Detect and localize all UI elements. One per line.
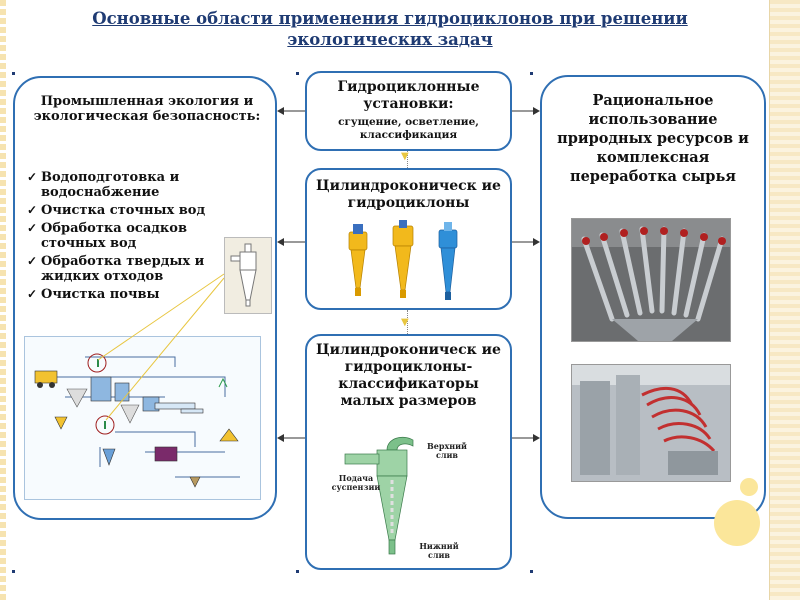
hydrocyclone-classifiers-box: Цилиндроконическ ие гидроциклоны- класси… [305, 334, 512, 570]
corner-dot [530, 72, 533, 75]
hydrocyclone-sketch-icon [230, 243, 257, 307]
application-item: Водоподготовка и водоснабжение [27, 170, 232, 200]
cylinder-conical-hydrocyclones-title: Цилиндроконическ ие гидроциклоны [316, 178, 501, 211]
hydrocyclone-units-box: Гидроциклонные установки: сгущение, осве… [305, 71, 512, 151]
corner-dot [12, 570, 15, 573]
feed-label: Подача суспензии [331, 473, 381, 492]
decorative-circle [740, 478, 758, 496]
pointer-lines [97, 273, 225, 421]
resource-use-text: Рациональное использование природных рес… [557, 92, 749, 185]
process-flow-diagram [34, 353, 240, 488]
slide-right-divider [769, 0, 770, 600]
down-arrow-icon: ▼ [401, 151, 409, 162]
application-item: Обработка осадков сточных вод [27, 221, 232, 251]
down-arrow-icon: ▼ [401, 317, 409, 328]
industrial-installation-photo [571, 364, 731, 482]
industrial-ecology-heading: Промышленная экология и экологическая бе… [33, 94, 261, 124]
application-item: Очистка почвы [27, 287, 232, 302]
left-arrow-icon [277, 434, 305, 442]
application-item: Обработка твердых и жидких отходов [27, 254, 232, 284]
decorative-circle [714, 500, 760, 546]
treatment-process-scheme [24, 336, 261, 500]
connector-top-mid [407, 151, 408, 168]
corner-dot [296, 570, 299, 573]
hydrocyclones-photo [348, 220, 458, 300]
top-overflow-label: Верхний слив [427, 441, 467, 460]
hydrocyclone-units-subtitle: сгущение, осветление, классификация [338, 116, 479, 141]
slide-title: Основные области применения гидроциклоно… [92, 9, 688, 49]
connector-mid-bot [407, 310, 408, 334]
slide-right-border [770, 0, 800, 600]
corner-dot [296, 72, 299, 75]
applications-list: Водоподготовка и водоснабжение Очистка с… [27, 170, 232, 305]
hydrocyclone-units-title: Гидроциклонные установки: [337, 79, 480, 112]
application-item: Очистка сточных вод [27, 203, 232, 218]
corner-dot [530, 570, 533, 573]
left-arrow-icon [277, 107, 305, 115]
cylinder-conical-hydrocyclones-box: Цилиндроконическ ие гидроциклоны [305, 168, 512, 310]
classifier-hydrocyclone-drawing [344, 436, 414, 555]
right-arrow-icon [512, 107, 540, 115]
right-arrow-icon [512, 434, 540, 442]
left-arrow-icon [277, 238, 305, 246]
cyclone-battery-photo [571, 218, 731, 342]
corner-dot [12, 72, 15, 75]
slide-left-border [0, 0, 6, 600]
right-arrow-icon [512, 238, 540, 246]
bottom-overflow-label: Нижний слив [419, 541, 459, 560]
hydrocyclone-sketch-image [224, 237, 272, 314]
hydrocyclone-classifiers-title: Цилиндроконическ ие гидроциклоны- класси… [316, 342, 501, 409]
